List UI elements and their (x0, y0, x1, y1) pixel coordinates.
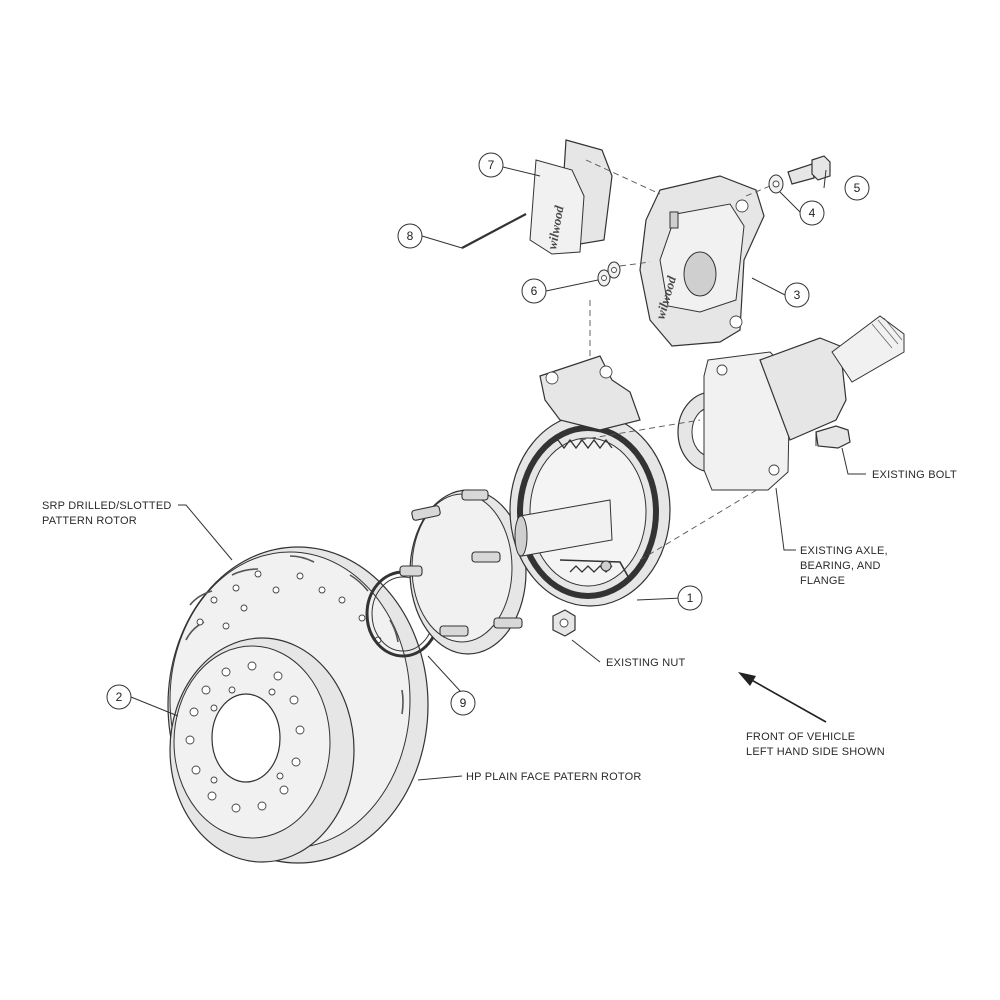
callout-3: 3 (784, 282, 810, 308)
callout-6-number: 6 (531, 284, 538, 298)
rotor-slots (185, 555, 404, 715)
callout-4: 4 (799, 200, 825, 226)
callout-8-number: 8 (407, 229, 414, 243)
existing-nut-part (552, 609, 576, 637)
brake-shoe (517, 425, 659, 599)
callout-2: 2 (106, 684, 132, 710)
brake-pads-part: wilwood (529, 139, 613, 255)
axle-housing (759, 337, 847, 441)
label-front-2: LEFT HAND SIDE SHOWN (746, 746, 885, 758)
rotor-assembly (167, 546, 429, 864)
label-existing-bolt: EXISTING BOLT (872, 469, 957, 481)
hp-rotor-center-bore (211, 693, 281, 783)
label-existing-axle-3: FLANGE (800, 575, 845, 587)
callout-5-number: 5 (854, 181, 861, 195)
parking-cable-lever (559, 559, 631, 581)
pad-retaining-pin (461, 213, 527, 249)
mounting-hardware (768, 155, 831, 194)
callout-7: 7 (478, 152, 504, 178)
leader-lines (130, 166, 866, 781)
caliper-bracket (539, 355, 641, 431)
label-existing-axle-2: BEARING, AND (800, 560, 881, 572)
callout-9: 9 (450, 690, 476, 716)
callout-9-number: 9 (460, 696, 467, 710)
label-srp-rotor-1: SRP DRILLED/SLOTTED (42, 500, 172, 512)
callout-4-number: 4 (809, 206, 816, 220)
axle-shaft (831, 315, 905, 383)
stud-plate-part (399, 489, 527, 655)
callout-5: 5 (844, 175, 870, 201)
label-front-1: FRONT OF VEHICLE (746, 731, 855, 743)
mount-bolt (787, 163, 815, 185)
wheel-studs (399, 489, 523, 637)
assembly-lines (579, 159, 771, 561)
label-srp-rotor-2: PATTERN ROTOR (42, 515, 137, 527)
label-existing-axle-1: EXISTING AXLE, (800, 545, 888, 557)
shim-washers (597, 261, 621, 287)
label-hp-rotor: HP PLAIN FACE PATERN ROTOR (466, 771, 642, 783)
callout-6: 6 (521, 278, 547, 304)
callout-3-number: 3 (794, 288, 801, 302)
caliper-part: wilwood (639, 175, 765, 347)
parking-brake-assembly (509, 355, 671, 607)
existing-bolt (815, 425, 851, 449)
axle-assembly (677, 315, 905, 491)
label-existing-nut: EXISTING NUT (606, 657, 685, 669)
callout-7-number: 7 (488, 158, 495, 172)
callout-1-number: 1 (687, 591, 694, 605)
hp-rotor-holes (185, 661, 305, 813)
brake-pad-front (529, 159, 585, 255)
callout-2-number: 2 (116, 690, 123, 704)
callout-8: 8 (397, 223, 423, 249)
front-arrow (738, 672, 827, 723)
callout-1: 1 (677, 585, 703, 611)
